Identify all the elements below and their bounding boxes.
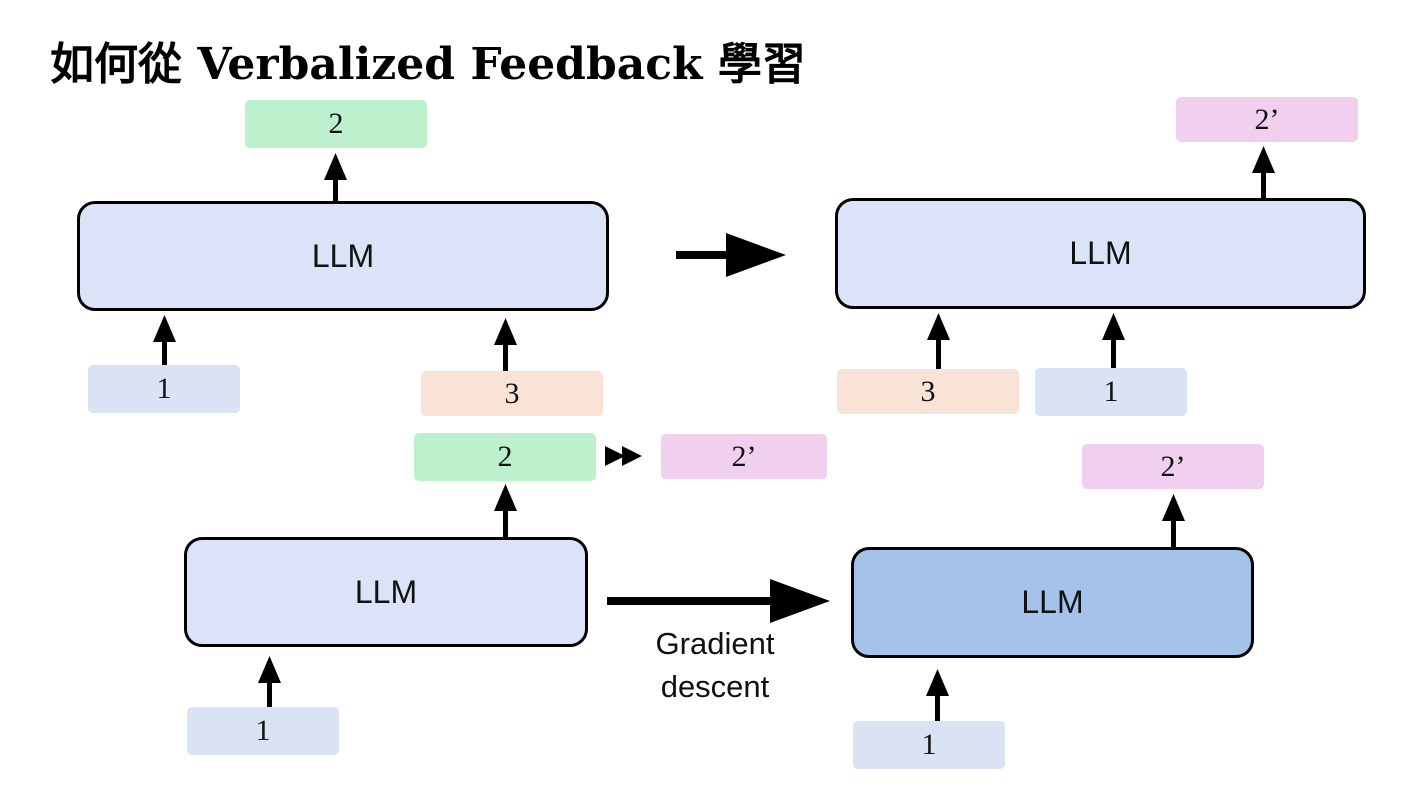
token-3-feedback: 3	[837, 369, 1019, 414]
gradient-descent-caption: Gradient descent	[630, 622, 800, 708]
token-1-input: 1	[853, 721, 1005, 769]
arrow-up-icon	[494, 318, 517, 371]
token-3-feedback: 3	[421, 371, 603, 416]
token-2-prime-target: 2’	[661, 434, 827, 479]
arrow-up-icon	[1162, 494, 1185, 547]
arrow-up-icon	[153, 315, 176, 365]
arrow-right-icon	[676, 233, 786, 277]
llm-box-updated: LLM	[851, 547, 1254, 658]
arrow-up-icon	[927, 313, 950, 369]
token-2-prime-output: 2’	[1176, 97, 1358, 142]
arrow-up-icon	[926, 669, 949, 721]
llm-box: LLM	[184, 537, 588, 647]
arrow-up-icon	[1252, 146, 1275, 198]
caption-line: descent	[660, 669, 770, 704]
slide-title: 如何從 Verbalized Feedback 學習	[50, 39, 806, 90]
token-1-input: 1	[1035, 368, 1187, 416]
arrow-up-icon	[1102, 313, 1125, 368]
token-1-input: 1	[88, 365, 240, 413]
arrow-right-icon	[607, 579, 830, 623]
llm-box: LLM	[77, 201, 609, 311]
token-2-prime-output: 2’	[1082, 444, 1264, 489]
arrow-up-icon	[494, 484, 517, 537]
llm-box: LLM	[835, 198, 1366, 309]
arrow-up-icon	[258, 656, 281, 707]
caption-line: Gradient	[655, 626, 775, 661]
arrow-up-icon	[324, 153, 347, 201]
token-2-output: 2	[414, 433, 596, 481]
token-1-input: 1	[187, 707, 339, 755]
double-chevron-right-icon	[605, 446, 642, 466]
token-2-output: 2	[245, 100, 427, 148]
